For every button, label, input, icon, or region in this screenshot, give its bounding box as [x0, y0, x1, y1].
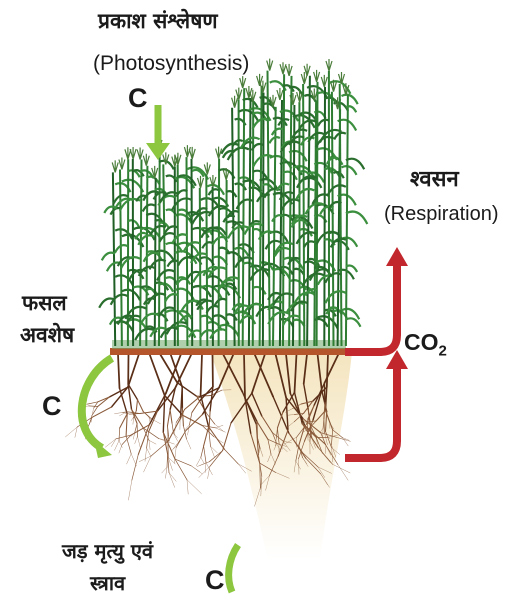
residue-carbon-label: C: [42, 392, 62, 422]
root-death-label-line1: जड़ मृत्यु एवं: [62, 540, 153, 562]
photosynthesis-label-english: (Photosynthesis): [93, 52, 249, 75]
co2-label: CO2: [404, 330, 447, 360]
crop-residue-label-line1: फसल: [22, 292, 67, 315]
co2-label-text: CO: [404, 329, 439, 355]
root-carbon-arrow: [229, 545, 238, 592]
photosynthesis-label-hindi: प्रकाश संश्लेषण: [98, 10, 218, 33]
respiration-label-hindi: श्वसन: [410, 168, 459, 192]
root-system: [65, 352, 352, 560]
soil-surface: [110, 348, 348, 355]
respiration-label-english: (Respiration): [384, 203, 498, 225]
photosynthesis-carbon-label: C: [128, 84, 148, 114]
respiration-arrows: [345, 262, 397, 458]
root-carbon-label: C: [205, 566, 225, 596]
root-death-label-line2: स्त्राव: [90, 572, 125, 594]
co2-subscript: 2: [439, 343, 447, 360]
crop-residue-label-line2: अवशेष: [20, 324, 74, 347]
